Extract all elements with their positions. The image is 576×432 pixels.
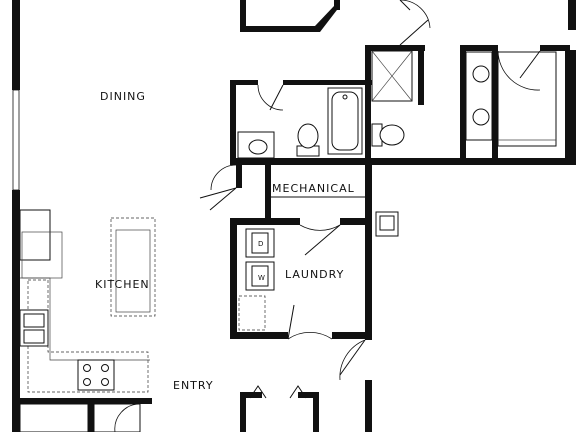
dryer-label: D (258, 240, 263, 248)
double-vanity (465, 51, 493, 141)
bath-fixtures (237, 50, 557, 159)
room-label-laundry: LAUNDRY (285, 268, 344, 281)
dining-window (12, 89, 20, 191)
room-label-entry: ENTRY (173, 379, 214, 392)
kitchen-fixtures (19, 209, 156, 432)
room-label-kitchen: KITCHEN (95, 278, 150, 291)
washer-label: W (258, 274, 265, 282)
kitchen-island (110, 217, 156, 317)
laundry-fixtures: D W (238, 196, 399, 331)
fridge (19, 209, 51, 261)
room-labels: DINING KITCHEN MECHANICAL LAUNDRY ENTRY (95, 90, 355, 392)
closet (497, 51, 557, 147)
room-label-mechanical: MECHANICAL (272, 182, 355, 195)
range (77, 359, 115, 391)
walls (12, 0, 576, 432)
doors (114, 0, 541, 432)
laundry-shelf (238, 295, 266, 331)
room-label-dining: DINING (100, 90, 146, 103)
